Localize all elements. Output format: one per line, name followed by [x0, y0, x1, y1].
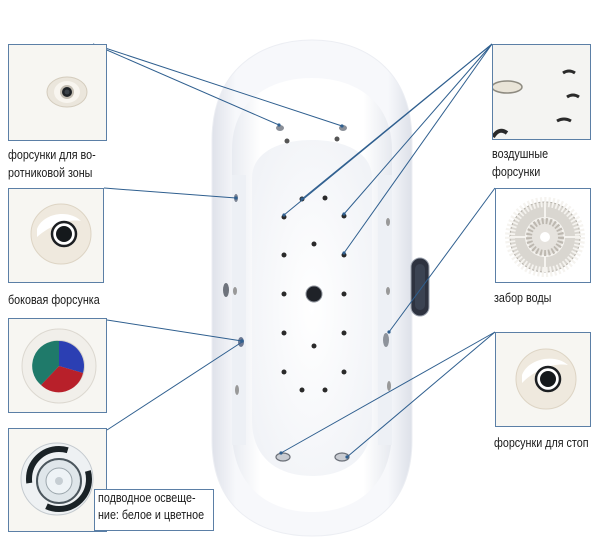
- water-intake-label: забор воды: [494, 291, 552, 305]
- control-panel: [410, 257, 430, 317]
- white-light-photo: [8, 428, 107, 532]
- underwater-light-label: подводное освеще- ние: белое и цветное: [94, 489, 214, 531]
- foot-jets-label: форсунки для стоп: [494, 436, 589, 450]
- side-jet-label: боковая форсунка: [8, 293, 100, 307]
- foot-jet-icon: [515, 348, 577, 410]
- white-light-icon: [20, 442, 94, 516]
- water-intake-photo: [495, 188, 591, 283]
- air-jets-label: воздушные форсунки: [492, 147, 549, 179]
- foot-jets: [275, 452, 350, 462]
- leader-endpoints: [234, 123, 391, 459]
- drain: [305, 285, 323, 303]
- tub-basin: [232, 78, 392, 512]
- air-jets-photo: [492, 44, 591, 140]
- headrest-jets-label: форсунки для во- ротниковой зоны: [8, 148, 96, 180]
- foot-jet-photo: [495, 332, 591, 427]
- headrest-jet-photo: [8, 44, 107, 141]
- color-light-icon: [21, 328, 97, 404]
- headrest-jet-icon: [46, 76, 88, 108]
- water-intake-icon: [496, 189, 590, 282]
- side-jet-icon: [30, 203, 92, 265]
- air-jets-icon: [493, 45, 590, 139]
- leader-lines: [92, 43, 496, 458]
- side-jet-photo: [8, 188, 104, 283]
- color-light-photo: [8, 318, 107, 413]
